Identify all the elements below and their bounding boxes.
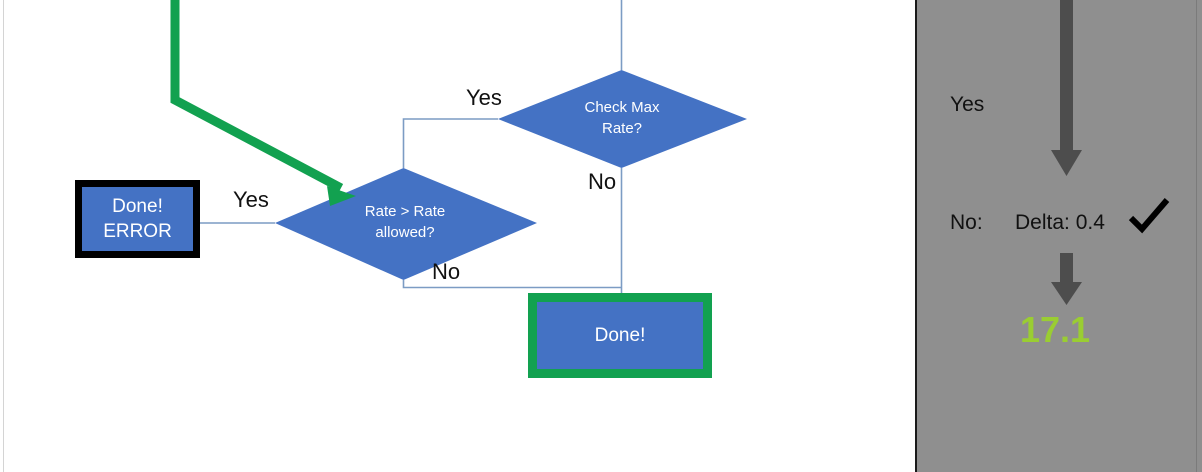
panel-arrows-layer xyxy=(1051,0,1082,305)
connector-lines-layer xyxy=(200,0,623,293)
panel-no-label: No: xyxy=(950,211,983,234)
checkmark-icon xyxy=(1128,198,1170,234)
edge-label-yes-to-done-error: Yes xyxy=(233,187,269,212)
panel-arrow-short-head xyxy=(1051,282,1082,305)
green-path-arrow-shaft xyxy=(170,0,344,192)
panel-arrow-long-head xyxy=(1051,150,1082,176)
panel-delta-label: Delta: 0.4 xyxy=(1015,211,1105,234)
edge-label-no-from-check-max-rate: No xyxy=(588,169,617,194)
edge-label-yes-from-check-max-rate: Yes xyxy=(466,85,502,110)
done-label: Done! xyxy=(594,325,646,346)
green-path-arrow-head xyxy=(327,186,356,206)
panel-arrow-long-shaft xyxy=(1060,0,1073,152)
panel-right-edge-rule xyxy=(1196,0,1197,472)
done-error-box[interactable]: Done! ERROR xyxy=(75,180,200,258)
panel-result-value: 17.1 xyxy=(1020,309,1091,350)
panel-yes-label: Yes xyxy=(950,93,985,116)
decision-check-max-rate-shape[interactable] xyxy=(498,70,747,168)
connector-check-max-rate-yes xyxy=(402,118,498,168)
panel-arrow-short-shaft xyxy=(1060,253,1073,285)
slide-left-edge-rule xyxy=(3,0,4,472)
edge-label-no-from-rate-gt: No xyxy=(432,259,461,284)
gray-side-panel xyxy=(915,0,1202,472)
connector-rate-no xyxy=(402,280,622,289)
done-error-label: Done! ERROR xyxy=(103,196,172,242)
flowchart-canvas: Check Max Rate? Rate > Rate allowed? Don… xyxy=(3,0,747,472)
done-box[interactable]: Done! xyxy=(528,293,712,378)
green-highlight-arrow xyxy=(170,0,356,206)
